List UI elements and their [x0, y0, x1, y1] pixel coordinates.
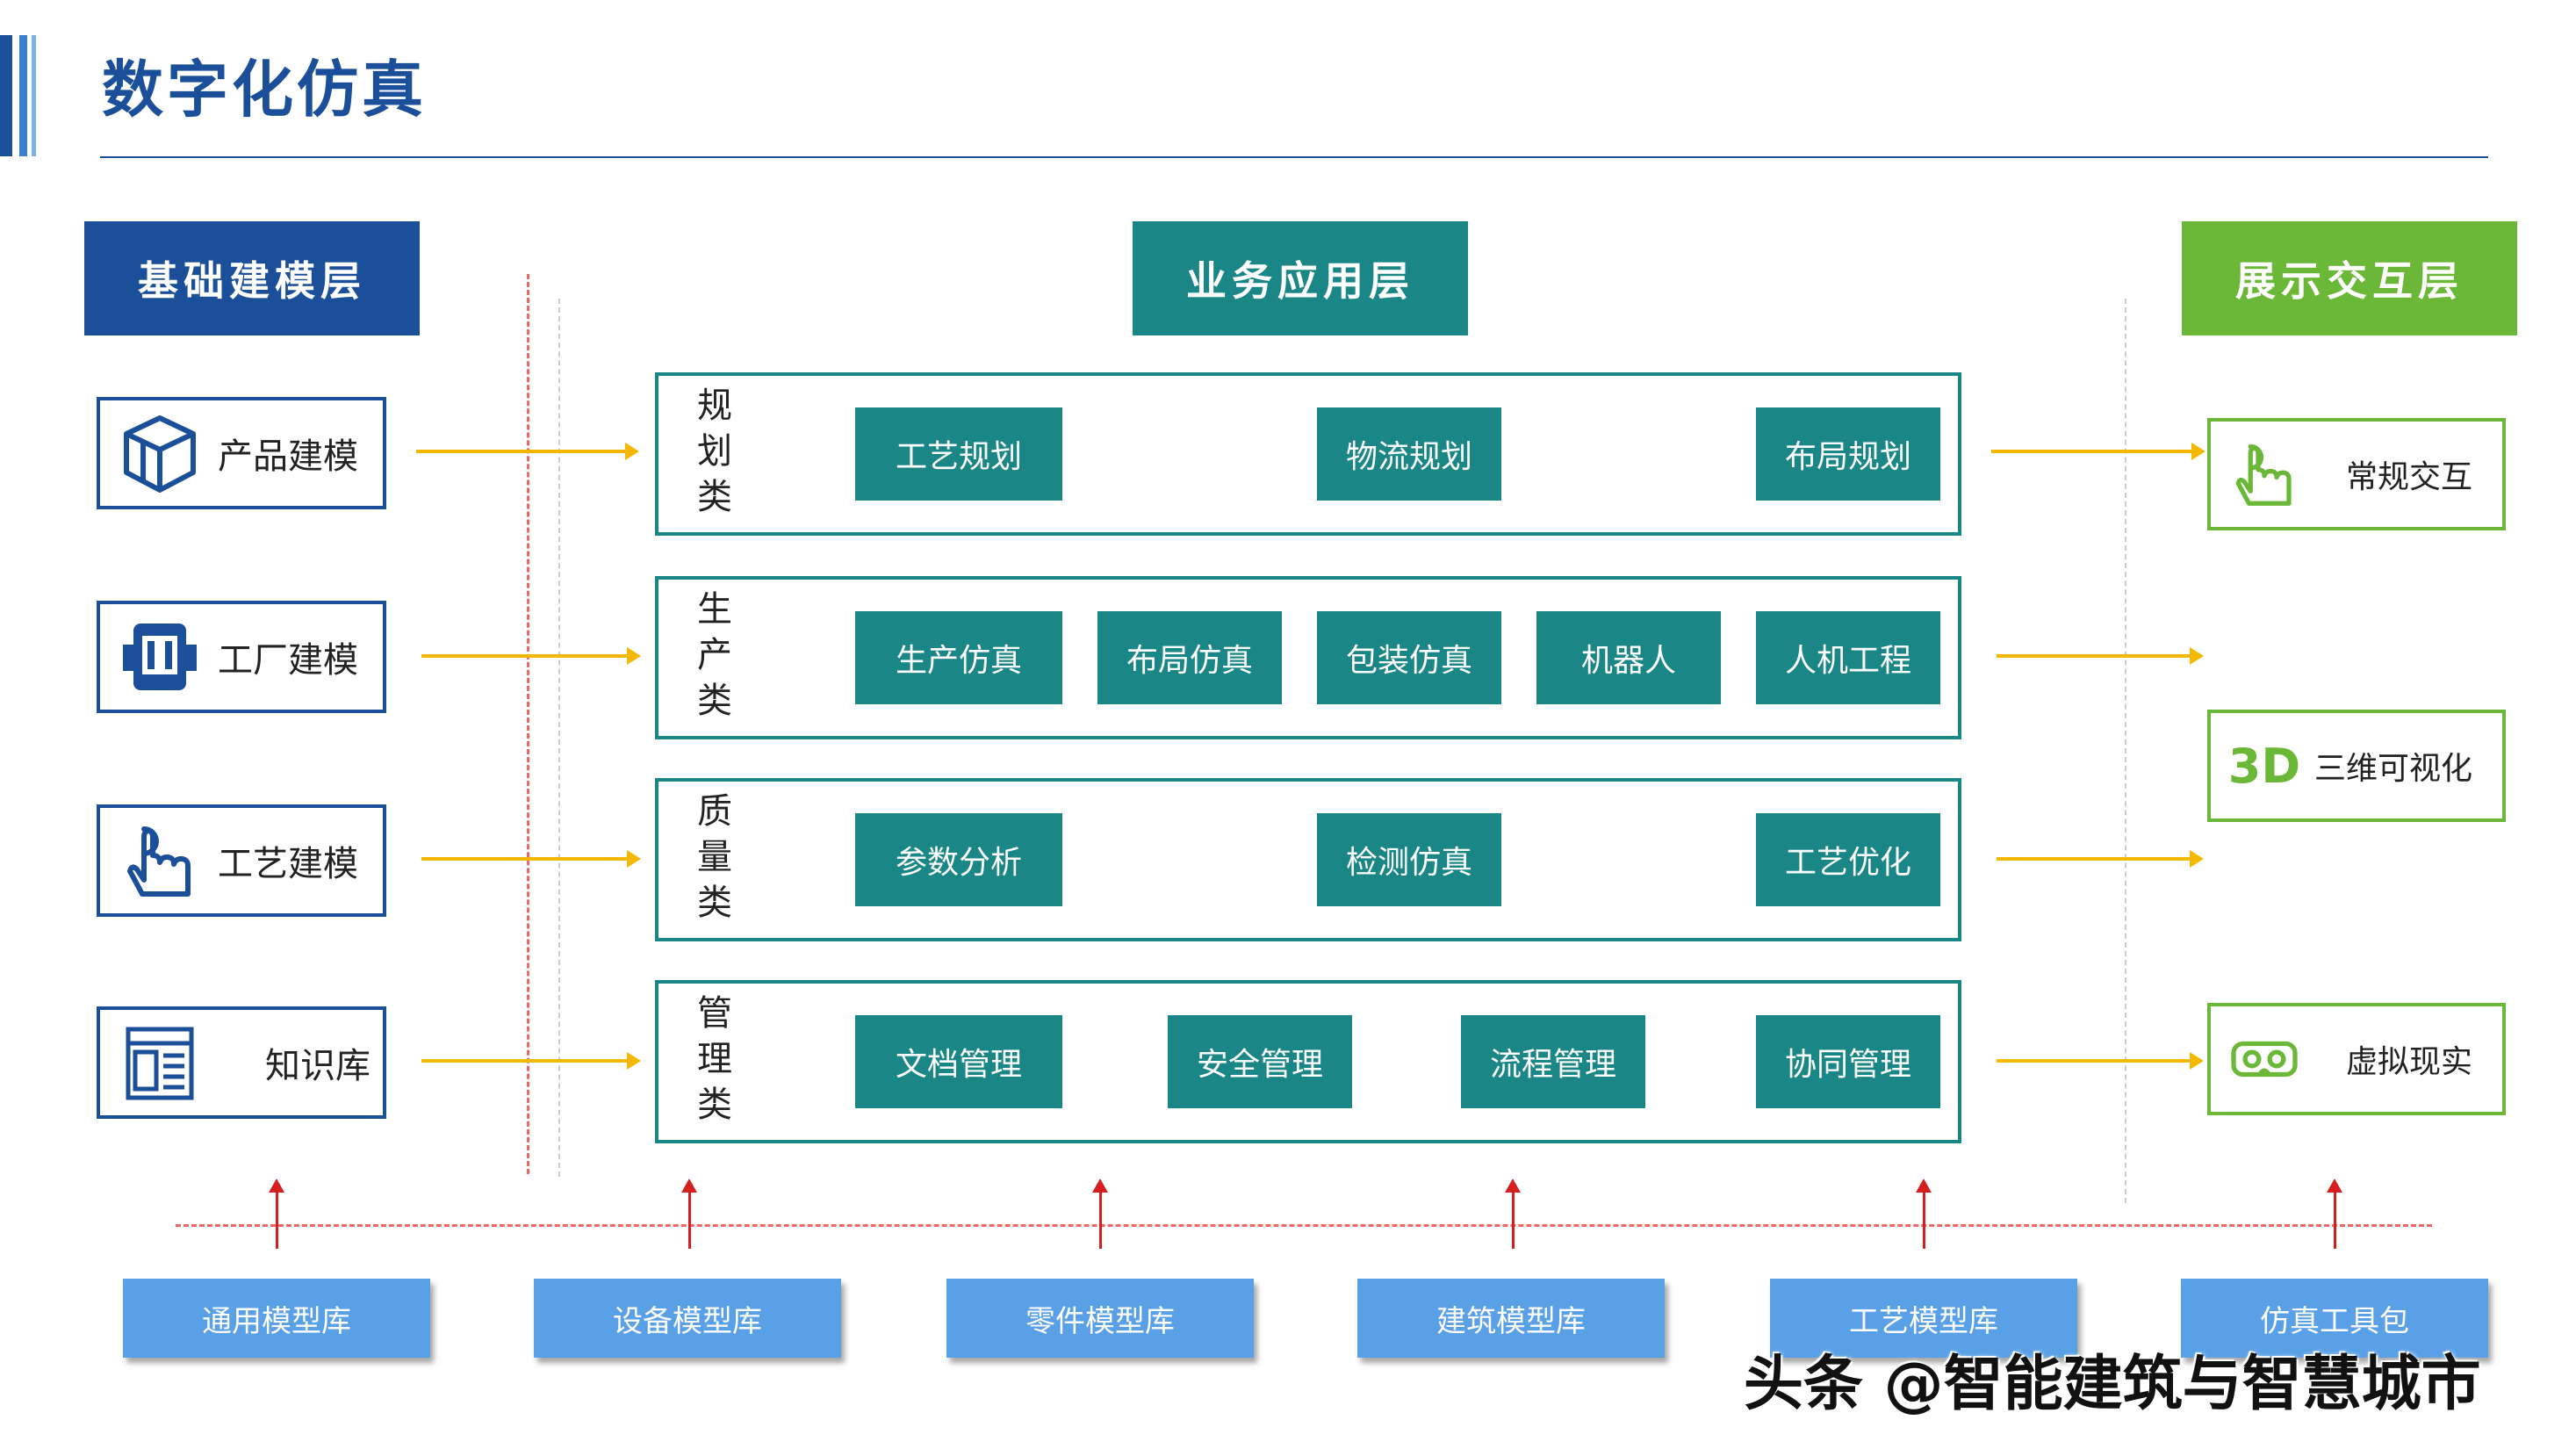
model-box-product[interactable]: 产品建模: [97, 397, 386, 509]
watermark-text: 头条 @智能建筑与智慧城市: [1744, 1350, 2481, 1419]
library-arrow: [1505, 1179, 1521, 1249]
title-accent-bar: [0, 35, 12, 156]
flow-arrow: [421, 647, 641, 665]
flow-arrow: [1997, 1052, 2204, 1070]
title-accent-bar: [19, 35, 27, 156]
flow-arrow: [421, 1052, 641, 1070]
tag-production-sim[interactable]: 生产仿真: [855, 611, 1062, 704]
flow-arrow: [1997, 647, 2204, 665]
display-box-interaction[interactable]: 常规交互: [2207, 418, 2506, 530]
tag-process-mgmt[interactable]: 流程管理: [1461, 1015, 1645, 1108]
tag-process-planning[interactable]: 工艺规划: [855, 407, 1062, 501]
library-process-models[interactable]: 工艺模型库: [1770, 1279, 2077, 1358]
library-equipment-models[interactable]: 设备模型库: [534, 1279, 841, 1358]
tag-document-mgmt[interactable]: 文档管理: [855, 1015, 1062, 1108]
model-box-label: 知识库: [265, 1046, 371, 1086]
library-building-models[interactable]: 建筑模型库: [1357, 1279, 1665, 1358]
category-management: 管理类 文档管理 安全管理 流程管理 协同管理: [655, 980, 1961, 1143]
document-layout-icon: [116, 1019, 204, 1107]
display-box-label: 虚拟现实: [2346, 1044, 2473, 1080]
category-label: 质量类: [697, 791, 732, 923]
display-box-label: 三维可视化: [2314, 751, 2473, 787]
layer-header-business: 业务应用层: [1133, 221, 1468, 335]
model-box-knowledge[interactable]: 知识库: [97, 1006, 386, 1119]
model-box-label: 工艺建模: [218, 844, 358, 884]
display-box-vr[interactable]: 虚拟现实: [2207, 1003, 2506, 1115]
category-label: 生产类: [697, 589, 732, 721]
vr-glasses-icon: [2227, 1021, 2302, 1097]
separator-line: [558, 299, 560, 1177]
flow-arrow: [421, 850, 641, 868]
layer-header-display: 展示交互层: [2182, 221, 2517, 335]
library-arrow: [681, 1179, 697, 1249]
category-planning: 规划类 工艺规划 物流规划 布局规划: [655, 372, 1961, 536]
library-arrow: [1916, 1179, 1932, 1249]
title-divider: [100, 156, 2488, 158]
display-box-label: 常规交互: [2346, 459, 2473, 495]
hand-pointer-icon: [2227, 436, 2302, 512]
title-accent-bar: [32, 35, 36, 156]
tag-ergonomics[interactable]: 人机工程: [1756, 611, 1940, 704]
library-arrow: [2327, 1179, 2342, 1249]
tag-layout-planning[interactable]: 布局规划: [1756, 407, 1940, 501]
cube-icon: [116, 409, 204, 497]
separator-line: [2125, 299, 2126, 1203]
layer-header-base: 基础建模层: [84, 221, 420, 335]
tag-logistics-planning[interactable]: 物流规划: [1317, 407, 1501, 501]
flow-arrow: [1997, 850, 2204, 868]
model-box-label: 产品建模: [218, 436, 358, 477]
library-general-models[interactable]: 通用模型库: [123, 1279, 430, 1358]
category-quality: 质量类 参数分析 检测仿真 工艺优化: [655, 778, 1961, 941]
library-arrow: [1092, 1179, 1108, 1249]
tag-packaging-sim[interactable]: 包装仿真: [1317, 611, 1501, 704]
tag-inspection-sim[interactable]: 检测仿真: [1317, 813, 1501, 906]
tag-parameter-analysis[interactable]: 参数分析: [855, 813, 1062, 906]
flow-arrow: [1991, 443, 2205, 460]
category-label: 管理类: [697, 993, 732, 1125]
tag-safety-mgmt[interactable]: 安全管理: [1168, 1015, 1352, 1108]
page-title: 数字化仿真: [102, 54, 427, 126]
separator-line: [527, 274, 529, 1174]
hand-pointer-icon: [116, 817, 204, 905]
flow-arrow: [416, 443, 639, 460]
3d-icon: 3D: [2227, 738, 2301, 794]
library-simulation-toolkit[interactable]: 仿真工具包: [2181, 1279, 2488, 1358]
library-part-models[interactable]: 零件模型库: [946, 1279, 1254, 1358]
tag-layout-sim[interactable]: 布局仿真: [1097, 611, 1282, 704]
tag-process-optimization[interactable]: 工艺优化: [1756, 813, 1940, 906]
model-box-process[interactable]: 工艺建模: [97, 804, 386, 917]
library-connector-line: [176, 1224, 2432, 1227]
library-arrow: [269, 1179, 284, 1249]
tag-collaboration-mgmt[interactable]: 协同管理: [1756, 1015, 1940, 1108]
model-box-label: 工厂建模: [218, 640, 358, 681]
category-label: 规划类: [697, 386, 732, 517]
tag-robot[interactable]: 机器人: [1536, 611, 1721, 704]
display-box-3d[interactable]: 3D 三维可视化: [2207, 710, 2506, 822]
factory-device-icon: [116, 613, 204, 701]
category-production: 生产类 生产仿真 布局仿真 包装仿真 机器人 人机工程: [655, 576, 1961, 739]
model-box-factory[interactable]: 工厂建模: [97, 601, 386, 713]
